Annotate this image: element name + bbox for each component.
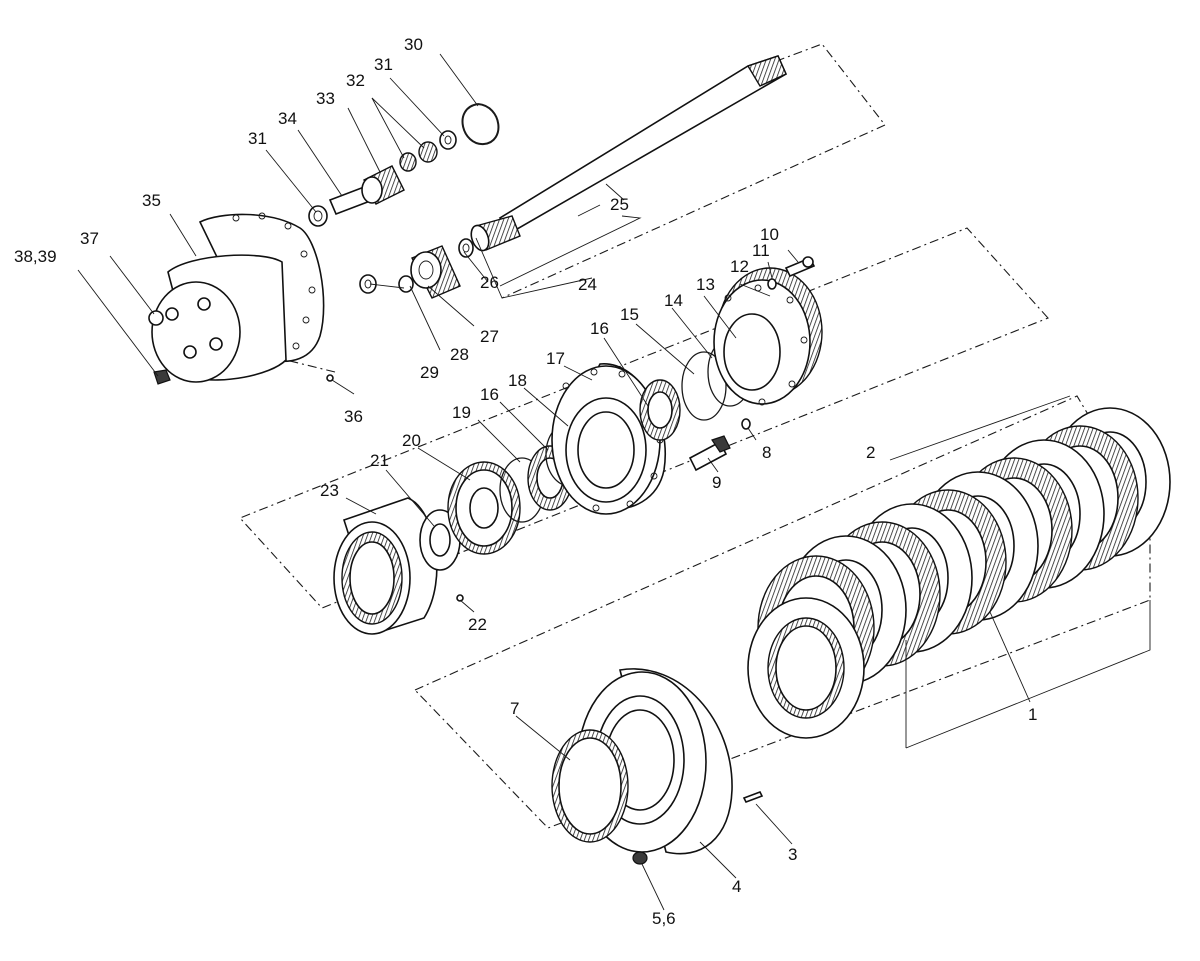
wheel-hub-17 — [551, 363, 666, 515]
bearing-16-inner — [639, 379, 681, 441]
callout-14: 14 — [664, 291, 683, 310]
seal-7 — [551, 729, 629, 843]
callout-10: 10 — [760, 225, 779, 244]
pin-36 — [326, 374, 334, 382]
callout-16-lower: 16 — [480, 385, 499, 404]
leader-lines — [77, 53, 1151, 911]
brake-disc-pack — [747, 407, 1171, 739]
pin-3 — [742, 790, 764, 804]
callout-20: 20 — [402, 431, 421, 450]
pin-22 — [456, 594, 464, 602]
callout-31-upper: 31 — [374, 55, 393, 74]
washer-11 — [767, 278, 777, 290]
callout-25: 25 — [610, 195, 629, 214]
callout-7: 7 — [510, 699, 519, 718]
callout-4: 4 — [732, 877, 741, 896]
callout-23: 23 — [320, 481, 339, 500]
callout-labels: 1 2 3 4 5,6 7 8 9 10 11 12 13 14 15 16 1… — [14, 35, 1037, 928]
callout-3: 3 — [788, 845, 797, 864]
snap-ring-30 — [461, 103, 500, 146]
callout-9: 9 — [712, 473, 721, 492]
sun-gear-shaft-33-34 — [328, 165, 405, 216]
callout-5-6: 5,6 — [652, 909, 676, 928]
callout-32: 32 — [346, 71, 365, 90]
callout-19: 19 — [452, 403, 471, 422]
planet-gear-27 — [410, 245, 461, 299]
callout-21: 21 — [370, 451, 389, 470]
callout-38-39: 38,39 — [14, 247, 57, 266]
bolt-10 — [784, 256, 816, 278]
stud-9 — [688, 435, 731, 472]
callout-33: 33 — [316, 89, 335, 108]
o-ring-15 — [681, 351, 727, 421]
callout-16-upper: 16 — [590, 319, 609, 338]
callout-13: 13 — [696, 275, 715, 294]
dowel-8 — [741, 418, 751, 430]
callout-17: 17 — [546, 349, 565, 368]
assembly-boundaries — [239, 43, 1151, 829]
callout-22: 22 — [468, 615, 487, 634]
callout-18: 18 — [508, 371, 527, 390]
callout-27: 27 — [480, 327, 499, 346]
callout-37: 37 — [80, 229, 99, 248]
callout-30: 30 — [404, 35, 423, 54]
callout-26: 26 — [480, 273, 499, 292]
plug-37 — [148, 310, 164, 326]
planet-carrier-35 — [151, 212, 325, 383]
callout-24: 24 — [578, 275, 597, 294]
callout-31-lower: 31 — [248, 129, 267, 148]
brake-hub-12 — [713, 267, 823, 406]
callout-15: 15 — [620, 305, 639, 324]
callout-35: 35 — [142, 191, 161, 210]
callout-36: 36 — [344, 407, 363, 426]
ring-gear-20 — [447, 461, 521, 555]
ring-gear-carrier-23 — [333, 497, 438, 635]
spacer-26 — [458, 238, 474, 258]
plug-5-6 — [632, 851, 648, 865]
callout-12: 12 — [730, 257, 749, 276]
washer-31-lower — [308, 205, 328, 227]
axle-shaft-25 — [470, 55, 788, 252]
pin-29 — [359, 274, 377, 294]
callout-8: 8 — [762, 443, 771, 462]
callout-34: 34 — [278, 109, 297, 128]
callout-28: 28 — [450, 345, 469, 364]
bearing-32 — [399, 141, 438, 172]
callout-2: 2 — [866, 443, 875, 462]
screw-38-39 — [153, 369, 171, 385]
callout-1: 1 — [1028, 705, 1037, 724]
washer-28 — [398, 275, 414, 293]
callout-11: 11 — [752, 241, 770, 260]
callout-29: 29 — [420, 363, 439, 382]
